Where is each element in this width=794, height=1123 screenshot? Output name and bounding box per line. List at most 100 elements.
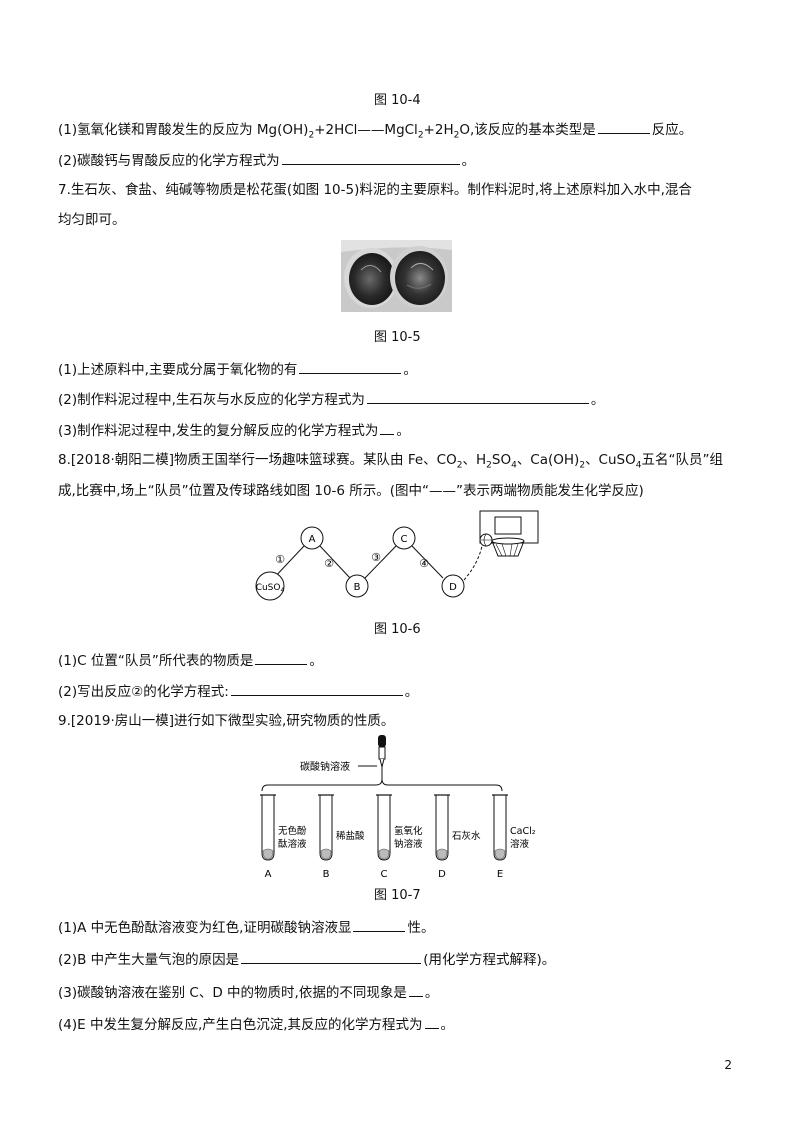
q8-intro-text: 、CuSO — [585, 452, 636, 468]
figure-caption-10-5: 图 10-5 — [374, 330, 421, 345]
tube-label: 稀盐酸 — [336, 830, 365, 842]
q6-part1: (1)氢氧化镁和胃酸发生的反应为 Mg(OH)2+2HCl——MgCl2+2H2… — [58, 118, 692, 146]
node-c: C — [392, 526, 416, 550]
node-a: A — [300, 526, 324, 550]
q9-part1: (1)A 中无色酚酞溶液变为红色,证明碳酸钠溶液显 性。 — [58, 916, 434, 938]
tube-label: CaCl₂ — [510, 826, 536, 837]
tube-label: 石灰水 — [452, 830, 481, 842]
q7-part1: (1)上述原料中,主要成分属于氧化物的有 。 — [58, 358, 417, 380]
link-line — [364, 545, 397, 579]
answer-blank[interactable] — [408, 981, 423, 997]
answer-blank[interactable] — [255, 649, 308, 665]
reaction-label-4: ④ — [419, 557, 429, 570]
q7-part1-suffix: 。 — [403, 362, 417, 378]
answer-blank[interactable] — [299, 358, 402, 374]
q9-part3: (3)碳酸钠溶液在鉴别 C、D 中的物质时,依据的不同现象是 。 — [58, 981, 438, 1003]
q9-part1-text: (1)A 中无色酚酞溶液变为红色,证明碳酸钠溶液显 — [58, 920, 352, 936]
reaction-label-1: ① — [275, 553, 285, 566]
q7-intro-line2: 均匀即可。 — [58, 212, 126, 228]
basketball-hoop-icon — [479, 510, 539, 557]
answer-blank[interactable] — [597, 118, 650, 134]
answer-blank[interactable] — [380, 419, 395, 435]
q9-part2-text: (2)B 中产生大量气泡的原因是 — [58, 952, 240, 968]
figure-caption-10-7: 图 10-7 — [374, 888, 421, 903]
reaction-label-3: ③ — [371, 551, 381, 564]
q7-part2-suffix: 。 — [590, 392, 605, 408]
dropper-icon — [378, 735, 386, 779]
q8-intro-text: SO — [491, 452, 512, 468]
answer-blank[interactable] — [281, 149, 460, 165]
figure-caption-10-4: 图 10-4 — [374, 93, 421, 108]
tube-label: 无色酚 — [278, 825, 307, 837]
answer-blank[interactable] — [241, 948, 422, 964]
answer-blank[interactable] — [230, 680, 403, 696]
q9-part4-text: (4)E 中发生复分解反应,产生白色沉淀,其反应的化学方程式为 — [58, 1017, 423, 1033]
q7-part1-text: (1)上述原料中,主要成分属于氧化物的有 — [58, 362, 298, 378]
tube-label: 钠溶液 — [394, 838, 423, 850]
q8-intro-line2: 成,比赛中,场上“队员”位置及传球路线如图 10-6 所示。(图中“——”表示两… — [58, 483, 644, 499]
q7-part3: (3)制作料泥过程中,发生的复分解反应的化学方程式为 。 — [58, 419, 410, 441]
answer-blank[interactable] — [353, 916, 406, 932]
link-line — [411, 545, 444, 579]
test-tube-d: 石灰水 D — [434, 794, 481, 880]
tube-label: 溶液 — [510, 838, 530, 850]
q7-part2-text: (2)制作料泥过程中,生石灰与水反应的化学方程式为 — [58, 392, 365, 408]
node-cuso4: CuSO4 — [255, 571, 285, 601]
q7-part3-suffix: 。 — [396, 423, 410, 439]
preserved-egg-photo — [341, 240, 452, 312]
shot-path — [463, 545, 483, 581]
q9-part1-suffix: 性。 — [407, 920, 435, 936]
tube-letter: C — [381, 869, 388, 880]
q8-intro-line1: 8.[2018·朝阳二模]物质王国举行一场趣味篮球赛。某队由 Fe、CO2、H2… — [58, 452, 723, 471]
svg-text:B: B — [354, 582, 361, 593]
q8-part1-suffix: 。 — [309, 653, 323, 669]
tube-letter: E — [497, 869, 503, 880]
q9-intro: 9.[2019·房山一模]进行如下微型实验,研究物质的性质。 — [58, 713, 395, 729]
q9-part3-text: (3)碳酸钠溶液在鉴别 C、D 中的物质时,依据的不同现象是 — [58, 985, 407, 1001]
q9-part2-suffix: (用化学方程式解释)。 — [423, 952, 556, 968]
figure-caption-10-6: 图 10-6 — [374, 622, 421, 637]
answer-blank[interactable] — [424, 1013, 439, 1029]
q8-intro-text: 五名“队员”组 — [641, 452, 723, 468]
answer-blank[interactable] — [366, 388, 589, 404]
q8-intro-text: 、Ca(OH) — [516, 452, 580, 468]
q9-part4-suffix: 。 — [440, 1017, 455, 1033]
q6-part1-text: (1)氢氧化镁和胃酸发生的反应为 Mg(OH) — [58, 122, 309, 138]
tube-letter: D — [438, 869, 446, 880]
tube-letter: B — [323, 869, 330, 880]
test-tube-b: 稀盐酸 B — [318, 794, 365, 880]
dropper-label: 碳酸钠溶液 — [300, 760, 350, 773]
q6-part2: (2)碳酸钙与胃酸反应的化学方程式为 。 — [58, 149, 475, 171]
q8-part1: (1)C 位置“队员”所代表的物质是。 — [58, 649, 323, 671]
tube-label: 氢氧化 — [394, 825, 423, 837]
q7-part3-text: (3)制作料泥过程中,发生的复分解反应的化学方程式为 — [58, 423, 379, 439]
tube-letter: A — [265, 869, 272, 880]
q8-intro-text: 、H — [462, 452, 487, 468]
q8-part2-suffix: 。 — [404, 684, 419, 700]
q6-part1-eq3: O,该反应的基本类型是 — [459, 122, 596, 138]
q8-intro-text: 8.[2018·朝阳二模]物质王国举行一场趣味篮球赛。某队由 Fe、CO — [58, 452, 457, 468]
q6-part1-suffix: 反应。 — [651, 122, 693, 138]
svg-text:CuSO4: CuSO4 — [256, 583, 285, 594]
q6-part1-eq2: +2H — [423, 122, 454, 138]
link-line — [319, 545, 351, 579]
reaction-label-2: ② — [324, 557, 334, 570]
q9-part4: (4)E 中发生复分解反应,产生白色沉淀,其反应的化学方程式为 。 — [58, 1013, 454, 1035]
tube-label: 酞溶液 — [278, 838, 307, 850]
q9-part3-suffix: 。 — [424, 985, 439, 1001]
node-b: B — [345, 574, 369, 598]
q6-part2-suffix: 。 — [461, 153, 476, 169]
q8-part2: (2)写出反应②的化学方程式: 。 — [58, 680, 418, 702]
q6-part1-eq: +2HCl——MgCl — [314, 122, 418, 138]
q7-part2: (2)制作料泥过程中,生石灰与水反应的化学方程式为 。 — [58, 388, 604, 410]
figure-basketball-diagram: CuSO4 A B C D ① ② ③ ④ — [250, 508, 545, 608]
q9-part2: (2)B 中产生大量气泡的原因是 (用化学方程式解释)。 — [58, 948, 555, 970]
svg-text:A: A — [309, 534, 316, 545]
svg-text:D: D — [449, 582, 457, 593]
q8-part2-text: (2)写出反应②的化学方程式: — [58, 684, 229, 700]
q6-part2-text: (2)碳酸钙与胃酸反应的化学方程式为 — [58, 153, 280, 169]
svg-text:C: C — [401, 534, 408, 545]
